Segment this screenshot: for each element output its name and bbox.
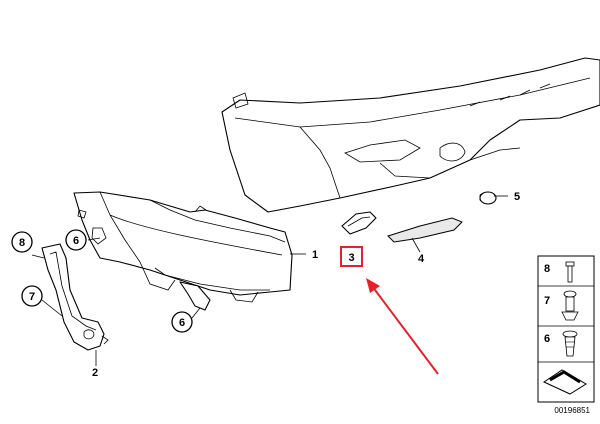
callout-6-lower-label: 6 — [179, 317, 185, 329]
mudflap — [41, 243, 109, 351]
callout-6-upper-label: 6 — [73, 235, 79, 247]
part-label-3: 3 — [348, 252, 354, 264]
red-arrow — [366, 278, 439, 375]
bumper-side-section — [73, 191, 293, 311]
part-label-2: 2 — [92, 367, 98, 379]
bracket-symbol-icon — [542, 369, 587, 395]
drawing-number: 00196851 — [554, 406, 590, 415]
fastener-legend: 8 7 6 — [537, 255, 595, 403]
legend-label-8: 8 — [544, 263, 550, 275]
callout-8: 8 — [11, 231, 33, 253]
rear-reflector — [387, 217, 463, 243]
leader-lines — [31, 195, 508, 366]
callout-7-label: 7 — [29, 291, 35, 303]
callout-8-label: 8 — [19, 237, 25, 249]
legend-label-7: 7 — [544, 295, 550, 307]
rear-bumper-assembly — [221, 57, 600, 213]
screw-icon — [565, 261, 575, 283]
reflector-bracket — [341, 211, 377, 235]
expanding-rivet-icon — [562, 330, 578, 357]
highlight-part-3: 3 — [340, 246, 363, 267]
part-label-4: 4 — [418, 253, 425, 265]
part-label-1: 1 — [312, 249, 318, 261]
towing-eye-cap — [479, 191, 497, 205]
callout-7: 7 — [21, 285, 43, 307]
legend-label-6: 6 — [544, 333, 550, 345]
callout-6-lower: 6 — [171, 311, 193, 333]
clip-nut-icon — [561, 290, 579, 321]
callout-6-upper: 6 — [65, 229, 87, 251]
part-label-5: 5 — [514, 191, 520, 203]
